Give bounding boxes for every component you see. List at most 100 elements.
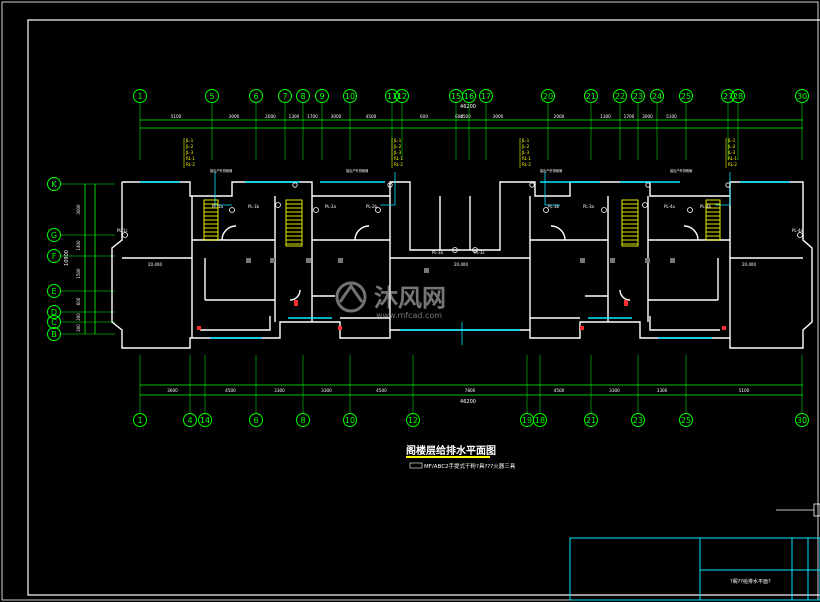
bottom-axis-6-circle xyxy=(249,413,263,427)
top-dimension-text: 1300 xyxy=(289,114,300,119)
top-axis-5-label: 5 xyxy=(209,92,214,101)
pipe-label: PL-1c xyxy=(117,228,128,233)
top-axis-9-label: 9 xyxy=(319,92,324,101)
pipe-runs xyxy=(214,172,731,345)
bottom-axis-8-label: 8 xyxy=(300,416,305,425)
riser-legend-text: RL-2 xyxy=(186,162,195,167)
bottom-axis-21-label: 21 xyxy=(586,416,596,425)
top-axis-23-label: 23 xyxy=(633,92,643,101)
riser-legend-text: RL-1 xyxy=(394,156,403,161)
riser-legend-text: JL-3 xyxy=(185,150,194,155)
left-dimension-text: 300 xyxy=(76,324,81,332)
top-axis-6-circle xyxy=(249,89,263,103)
stair-outline xyxy=(621,199,639,247)
top-axis-12-circle xyxy=(395,89,409,103)
axis-extension-lines xyxy=(61,103,803,413)
left-dimension-text: 1500 xyxy=(76,268,81,279)
top-axis-8-label: 8 xyxy=(300,92,305,101)
top-axis-17-label: 17 xyxy=(481,92,491,101)
pipe-label: PL-4b xyxy=(700,204,712,209)
top-axis-24-label: 24 xyxy=(652,92,662,101)
top-overall-dimension: 46200 xyxy=(460,104,476,110)
bottom-overall-dimension: 46200 xyxy=(460,399,476,405)
subtitle-prefix-mark xyxy=(409,462,423,469)
riser-legend-text: RL-1 xyxy=(522,156,531,161)
bottom-dimension-text: 7800 xyxy=(465,388,476,393)
bottom-dimension-text: 3300 xyxy=(321,388,332,393)
riser-legend-text: JL-2 xyxy=(393,144,402,149)
riser-legend-text: RL-1 xyxy=(186,156,195,161)
top-axis-22-circle xyxy=(613,89,627,103)
title-block xyxy=(569,537,820,601)
top-dimension-text: 3000 xyxy=(642,114,653,119)
riser-legend-text: JL-3 xyxy=(727,150,736,155)
drawing-subtitle: MF/ABC2手提式干粉?具???火器三具 xyxy=(424,462,516,470)
top-axis-9-circle xyxy=(315,89,329,103)
bottom-dimension-text: 4500 xyxy=(376,388,387,393)
left-dimension-text: 600 xyxy=(76,297,81,305)
bottom-axis-14-label: 14 xyxy=(200,416,210,425)
top-axis-5-circle xyxy=(205,89,219,103)
left-axis-C-label: C xyxy=(51,318,57,327)
top-axis-28-circle xyxy=(731,89,745,103)
left-axis-F-circle xyxy=(47,249,61,263)
left-axis-K-circle xyxy=(47,177,61,191)
left-axis-B-circle xyxy=(47,327,61,341)
bottom-axis-25-circle xyxy=(679,413,693,427)
note-2: 接出户外排雨管 xyxy=(346,168,368,173)
top-dimension-text: 2000 xyxy=(554,114,565,119)
bottom-axis-14-circle xyxy=(198,413,212,427)
pipe-label: PL-4a xyxy=(664,204,676,209)
pipe-label: PL-4c xyxy=(792,228,803,233)
top-dimension-text: 1300 xyxy=(600,114,611,119)
drainage-notes: 接出户外排雨管 接出户外排雨管 接出户外排雨管 接出户外排雨管 xyxy=(210,168,692,173)
elevation-labels: 20.400 20.400 20.400 xyxy=(148,262,756,267)
top-dimension-text: 5100 xyxy=(171,114,182,119)
top-axis-8-circle xyxy=(296,89,310,103)
top-dimension-text: 600 xyxy=(455,114,463,119)
left-axis-K-label: K xyxy=(51,180,57,189)
top-axis-28-label: 28 xyxy=(733,92,743,101)
bottom-dimension-text: 3300 xyxy=(657,388,668,393)
bottom-axis-21-circle xyxy=(584,413,598,427)
riser-legend-text: JL-1 xyxy=(727,138,736,143)
top-axis-27-circle xyxy=(721,89,735,103)
bottom-axis-25-label: 25 xyxy=(681,416,691,425)
top-axis-20-circle xyxy=(541,89,555,103)
bottom-dimension-text: 4500 xyxy=(554,388,565,393)
pipe-label: PL-2a xyxy=(325,204,337,209)
top-dimension-text: 1700 xyxy=(307,114,318,119)
bottom-axis-30-label: 30 xyxy=(797,416,807,425)
riser-legend-text: JL-1 xyxy=(185,138,194,143)
riser-legend-text: RL-2 xyxy=(394,162,403,167)
bottom-axis-12-label: 12 xyxy=(408,416,418,425)
left-axis-G-label: G xyxy=(51,231,57,240)
top-axis-20-label: 20 xyxy=(543,92,553,101)
pipe-label: PL-3a xyxy=(583,204,595,209)
top-axis-30-circle xyxy=(795,89,809,103)
windows xyxy=(140,181,790,339)
top-dimension-text: 3000 xyxy=(229,114,240,119)
bottom-axis-12-circle xyxy=(406,413,420,427)
bottom-axis-23-circle xyxy=(631,413,645,427)
top-dimension-line xyxy=(140,119,803,129)
top-dimension-text: 2000 xyxy=(265,114,276,119)
top-dimension-text: 4500 xyxy=(460,114,471,119)
top-axis-1-circle xyxy=(133,89,147,103)
top-axis-30-label: 30 xyxy=(797,92,807,101)
left-dimension-text: 3000 xyxy=(76,204,81,215)
top-axis-11-circle xyxy=(385,89,399,103)
bottom-axis-10-label: 10 xyxy=(345,416,355,425)
bottom-dimension-line xyxy=(140,384,803,396)
top-axis-27-label: 27 xyxy=(723,92,733,101)
left-axis-B-label: B xyxy=(51,330,57,339)
top-dimension-text: 3000 xyxy=(331,114,342,119)
top-dimension-text: 5100 xyxy=(666,114,677,119)
left-axis-F-label: F xyxy=(52,252,57,261)
pipe-label: PL-3a xyxy=(432,250,444,255)
bottom-axis-4-circle xyxy=(183,413,197,427)
